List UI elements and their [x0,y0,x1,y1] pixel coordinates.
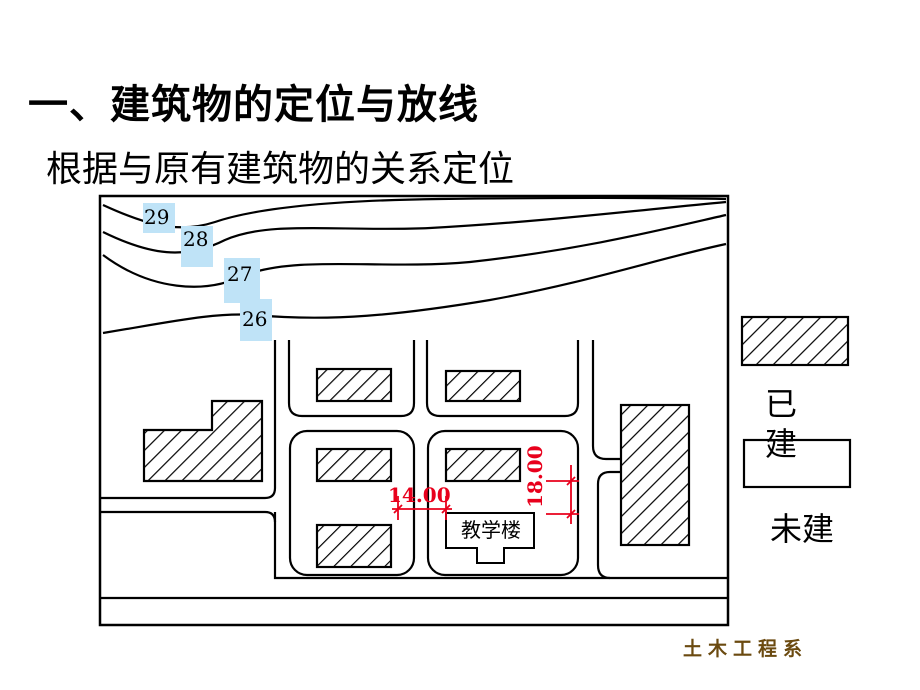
contour-label-bg [143,203,175,233]
contour-label-28: 28 [183,227,208,251]
new-building-outline [445,512,535,564]
legend-built-swatch [740,315,850,367]
dimension-lines [392,465,579,524]
footer-department: 土木工程系 [682,638,808,660]
contour-line-29 [102,196,727,229]
road-block-left-u [287,340,416,418]
contour-label-29: 29 [144,205,169,229]
page-title: 一、建筑物的定位与放线 [28,82,479,128]
road-block-right-u [425,340,580,418]
roads [100,340,728,600]
road-block-inner-left [288,429,416,577]
contour-line-26 [102,242,727,335]
contour-label-bg [224,258,260,303]
road-east-edge [591,340,620,461]
existing-building [444,447,522,483]
dimension-label-vertical: 18.00 [523,445,547,508]
contour-labels: 29 28 27 26 [143,203,272,341]
existing-building-tall [619,403,691,547]
road-west-lower [100,510,277,523]
legend-built-label-1: 已 [765,385,798,423]
existing-buildings [142,367,691,569]
contour-label-27: 27 [227,262,252,286]
legend-built-label-2: 建 [765,425,798,463]
road-block-inner-right [426,429,580,577]
existing-building [315,447,393,483]
existing-building-l-shaped [142,399,264,483]
contour-line-27 [102,213,727,288]
existing-building [444,369,522,403]
page-subtitle: 根据与原有建筑物的关系定位 [46,149,515,190]
legend-unbuilt-label: 未建 [770,510,835,548]
existing-building [315,367,393,403]
contour-label-bg [240,299,272,341]
existing-building [315,523,393,569]
road-south-loop-west [273,512,728,580]
site-boundary [98,194,730,627]
road-north-edge [100,340,277,500]
road-block-east [596,470,620,580]
new-building-label: 教学楼 [461,518,521,542]
dimension-label-horizontal: 14.00 [388,483,451,507]
contour-label-bg [181,226,213,267]
contour-label-26: 26 [242,307,267,331]
legend-unbuilt-swatch [742,438,852,489]
